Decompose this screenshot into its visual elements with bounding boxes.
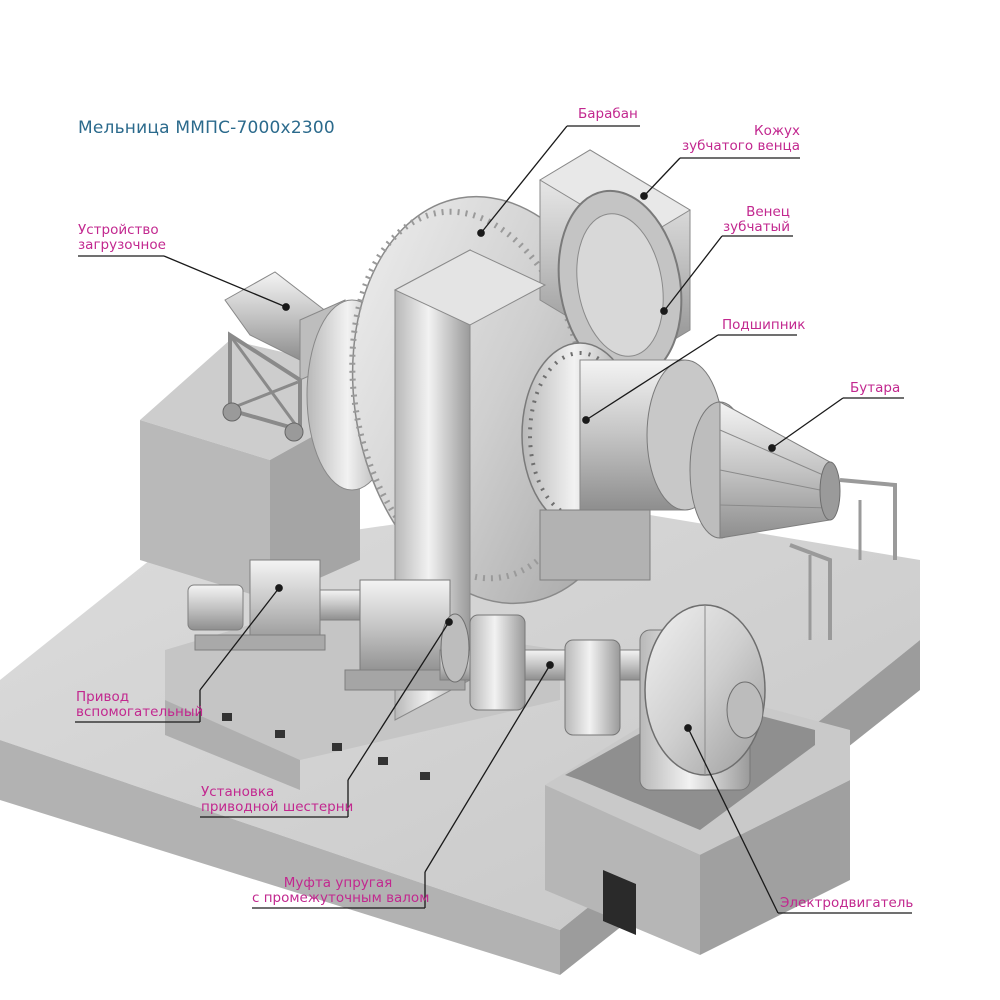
aux-base <box>194 634 326 651</box>
leader-mufta <box>424 664 551 873</box>
label-ustanovka-line2: приводной шестерни <box>201 799 354 815</box>
coupling-shaft <box>439 613 641 736</box>
electric-motor <box>639 604 766 791</box>
pinion-drive <box>344 579 466 691</box>
trommel-rib <box>719 429 831 479</box>
trommel-screen <box>689 401 897 640</box>
label-podshipnik: Подшипник <box>722 318 805 333</box>
leader-dot <box>477 229 485 237</box>
coupling-flange <box>440 613 470 683</box>
leader-ustroystvo <box>163 255 287 308</box>
trommel-outlet <box>819 461 841 521</box>
leader-kozhukh <box>643 157 681 197</box>
label-ustroystvo-line1: Устройство <box>78 222 159 238</box>
trommel-railing <box>839 478 897 560</box>
label-elektrodvigatel: Электродвигатель <box>780 896 913 911</box>
label-mufta: Муфта упругая с промежуточным валом <box>252 875 430 906</box>
leader-podshipnik <box>585 334 719 421</box>
label-baraban-text: Барабан <box>578 106 638 122</box>
label-butara-text: Бутара <box>850 380 901 396</box>
leader-baraban <box>480 125 568 234</box>
coupling-half <box>469 614 526 711</box>
label-ustroystvo: Устройство загрузочное <box>78 223 166 253</box>
label-venets-line1: Венец <box>746 204 790 220</box>
label-ustanovka: Установка приводной шестерни <box>201 785 353 815</box>
motor-block-side <box>700 780 850 955</box>
label-mufta-line2: с промежуточным валом <box>252 890 430 906</box>
anchor-hole <box>222 713 232 721</box>
coupling-half <box>564 639 621 736</box>
leader-privod <box>199 587 280 691</box>
leader-butara <box>771 397 844 449</box>
feed-wheel <box>222 402 242 422</box>
label-elektrodvigatel-text: Электродвигатель <box>780 895 914 911</box>
trommel-rib <box>719 504 831 509</box>
leader-dot <box>640 192 648 200</box>
label-mufta-line1: Муфта упругая <box>283 875 393 891</box>
anchor-hole <box>420 772 430 780</box>
motor-hub <box>726 681 764 739</box>
trommel-railing <box>789 543 832 640</box>
motor-block-front <box>545 785 700 955</box>
label-privod: Привод вспомогательный <box>76 690 203 720</box>
diagram-title: Мельница ММПС-7000х2300 <box>78 118 335 138</box>
leader-dot <box>660 307 668 315</box>
gear-guard-top <box>393 249 547 326</box>
trommel-rib <box>719 469 831 493</box>
bearing-pedestal <box>539 509 651 581</box>
leader-elektro <box>687 727 779 914</box>
label-kozhukh-line1: Кожух <box>754 123 800 139</box>
pinion-housing <box>359 579 451 676</box>
leader-dot <box>275 584 283 592</box>
gear-ring-inner <box>576 213 664 357</box>
motor-block-opening <box>603 870 636 935</box>
label-ustroystvo-line2: загрузочное <box>78 237 166 253</box>
label-privod-line2: вспомогательный <box>76 704 204 720</box>
leader-ustanovka <box>347 621 450 781</box>
label-kozhukh: Кожух зубчатого венца <box>660 124 800 154</box>
label-privod-line1: Привод <box>76 689 130 705</box>
label-butara: Бутара <box>850 381 900 396</box>
label-baraban: Барабан <box>578 107 638 122</box>
anchor-hole <box>378 757 388 765</box>
feed-frame-brace <box>230 337 300 429</box>
label-podshipnik-text: Подшипник <box>722 317 806 333</box>
feed-frame-brace <box>231 380 299 410</box>
label-venets: Венец зубчатый <box>700 205 790 235</box>
pedestal-left-front <box>140 420 270 600</box>
leader-dot <box>445 618 453 626</box>
feed-wheel <box>284 422 304 442</box>
label-kozhukh-line2: зубчатого венца <box>681 138 800 154</box>
anchor-hole <box>275 730 285 738</box>
leader-venets <box>663 235 723 312</box>
leader-dot <box>282 303 290 311</box>
leader-dot <box>768 444 776 452</box>
leader-dot <box>582 416 590 424</box>
label-venets-line2: зубчатый <box>722 219 790 235</box>
trommel-cone <box>719 401 831 539</box>
leader-dot <box>684 724 692 732</box>
auxiliary-drive <box>187 559 381 651</box>
label-ustanovka-line1: Установка <box>201 784 275 800</box>
leader-dot <box>546 661 554 669</box>
anchor-hole <box>332 743 342 751</box>
leader-lines <box>75 125 912 914</box>
aux-motor <box>187 584 244 631</box>
foundation-slab-left-face <box>0 740 560 975</box>
